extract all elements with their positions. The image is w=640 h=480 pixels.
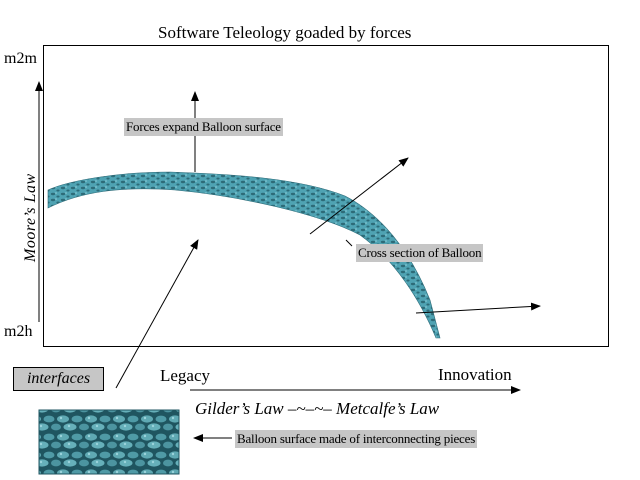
surface-label: Balloon surface made of interconnecting … xyxy=(235,430,478,448)
forces-label: Forces expand Balloon surface xyxy=(124,118,283,136)
interfaces-arrow xyxy=(115,239,199,389)
y-axis-top-label: m2m xyxy=(4,50,37,67)
balloon-surface-texture xyxy=(39,410,179,474)
x-axis-laws-label: Gilder’s Law –~–~– Metcalfe’s Law xyxy=(195,399,440,418)
balloon-cross-section xyxy=(47,171,441,339)
cross-section-pointer xyxy=(345,239,353,247)
right-arrow xyxy=(415,302,541,314)
x-axis-right-label: Innovation xyxy=(438,365,512,384)
diagram-title: Software Teleology goaded by forces xyxy=(158,23,412,42)
expansion-arrow xyxy=(309,157,409,235)
cross-section-label: Cross section of Balloon xyxy=(356,244,484,262)
interfaces-box: interfaces xyxy=(13,367,104,391)
y-axis-bottom-label: m2h xyxy=(4,323,33,340)
x-axis-left-label: Legacy xyxy=(160,366,211,385)
diagram-frame xyxy=(43,45,609,347)
